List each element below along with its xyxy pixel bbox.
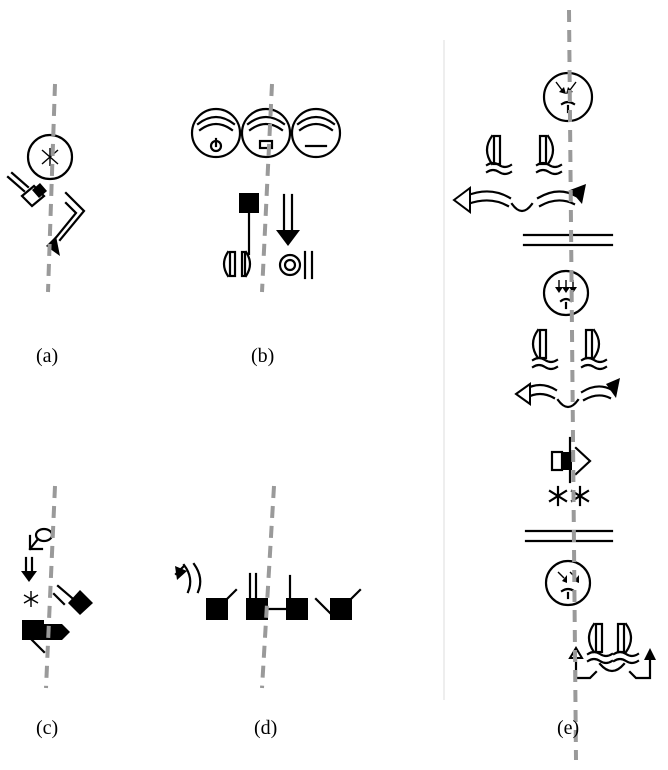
symmetry-axis — [46, 83, 57, 293]
face-circle-icon — [190, 107, 242, 159]
star-symbol-icon — [548, 485, 590, 507]
double-bar-icon — [524, 529, 614, 543]
wing-hand-symbols-icon — [531, 328, 608, 371]
panel-b — [190, 83, 342, 293]
curved-arrows-icon — [452, 184, 586, 214]
wing-hand-symbols-icon — [586, 622, 640, 665]
face-circle-icon — [240, 107, 292, 159]
face-circle-icon — [542, 269, 590, 317]
panel-d — [174, 485, 362, 689]
down-arrow-icon — [21, 556, 37, 582]
curved-arrows-icon — [514, 378, 620, 409]
arc-arrow-icon — [174, 562, 202, 594]
square-hand-icon — [246, 572, 288, 620]
curved-arrows-icon — [568, 646, 656, 680]
symmetry-axis — [260, 83, 274, 293]
symmetry-axis — [44, 485, 57, 689]
finger-symbol-icon — [550, 436, 592, 484]
square-hand-icon — [286, 574, 308, 620]
star-symbol-icon — [23, 591, 39, 607]
caption-c: (c) — [36, 717, 59, 739]
caption-a: (a) — [36, 345, 59, 367]
down-arrow-icon — [276, 193, 300, 246]
square-hand-contact-icon — [239, 193, 259, 256]
symmetry-axis — [567, 9, 578, 761]
double-bar-icon — [522, 233, 614, 247]
symmetry-axis — [260, 485, 276, 689]
wing-hand-symbols-icon — [485, 134, 563, 176]
square-hand-icon — [206, 588, 238, 620]
hand-symbol-icon — [6, 171, 47, 208]
diamond-hand-icon — [52, 584, 93, 615]
caption-b: (b) — [251, 345, 275, 367]
panel-c — [21, 485, 93, 689]
caption-d: (d) — [254, 717, 278, 739]
contact-symbol-icon — [28, 527, 54, 551]
face-circle-icon — [26, 133, 74, 181]
face-circle-icon — [290, 107, 342, 159]
panel-a — [6, 83, 86, 293]
square-hand-icon — [314, 588, 362, 620]
wing-hand-symbols-icon — [222, 250, 314, 280]
caption-e: (e) — [557, 717, 580, 739]
face-circle-icon — [544, 559, 592, 607]
panel-e — [452, 9, 656, 761]
wing-movement-arrow-icon — [46, 191, 86, 256]
